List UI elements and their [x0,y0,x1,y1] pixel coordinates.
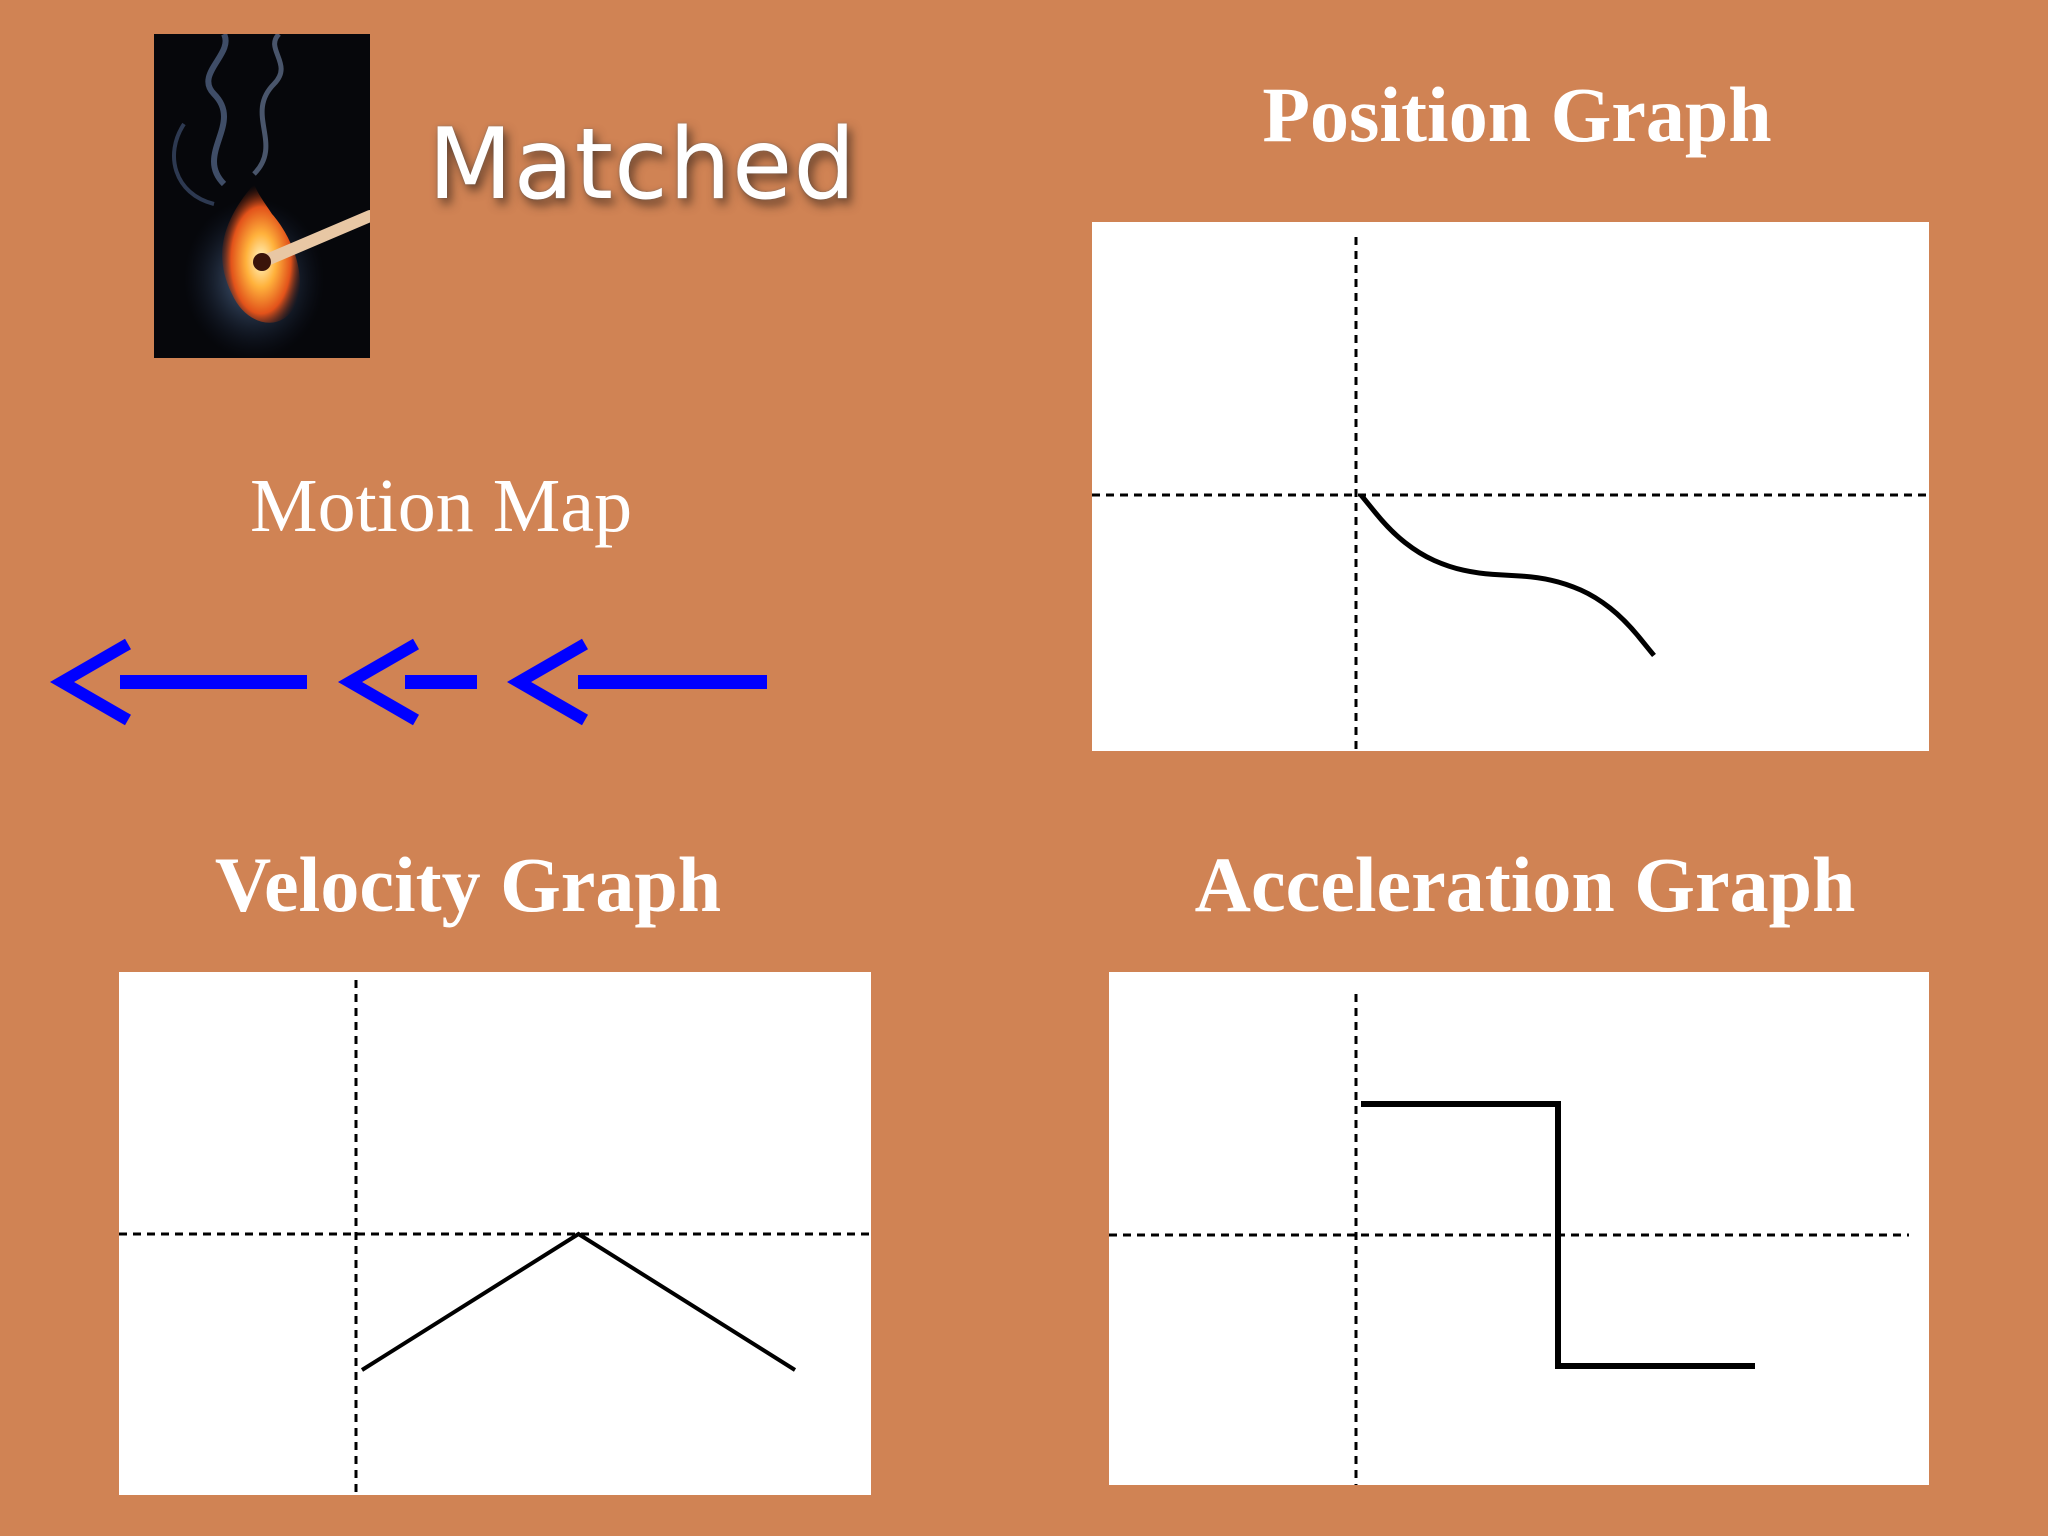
acceleration-graph-title: Acceleration Graph [1194,841,1856,928]
motion-arrow-2 [337,638,477,726]
motion-map [40,630,780,730]
slide-title: Matched [428,108,857,222]
motion-arrow-3 [506,638,767,726]
velocity-graph [119,972,871,1495]
burning-match-icon [154,34,370,358]
position-curve [1359,493,1656,658]
acceleration-graph [1109,972,1929,1485]
velocity-line [360,1231,797,1372]
position-graph-title: Position Graph [1262,71,1772,158]
acceleration-line [1361,1101,1755,1369]
motion-arrow-1 [49,638,307,726]
position-graph [1092,222,1929,751]
velocity-graph-title: Velocity Graph [214,841,722,928]
motion-map-label: Motion Map [250,464,633,548]
